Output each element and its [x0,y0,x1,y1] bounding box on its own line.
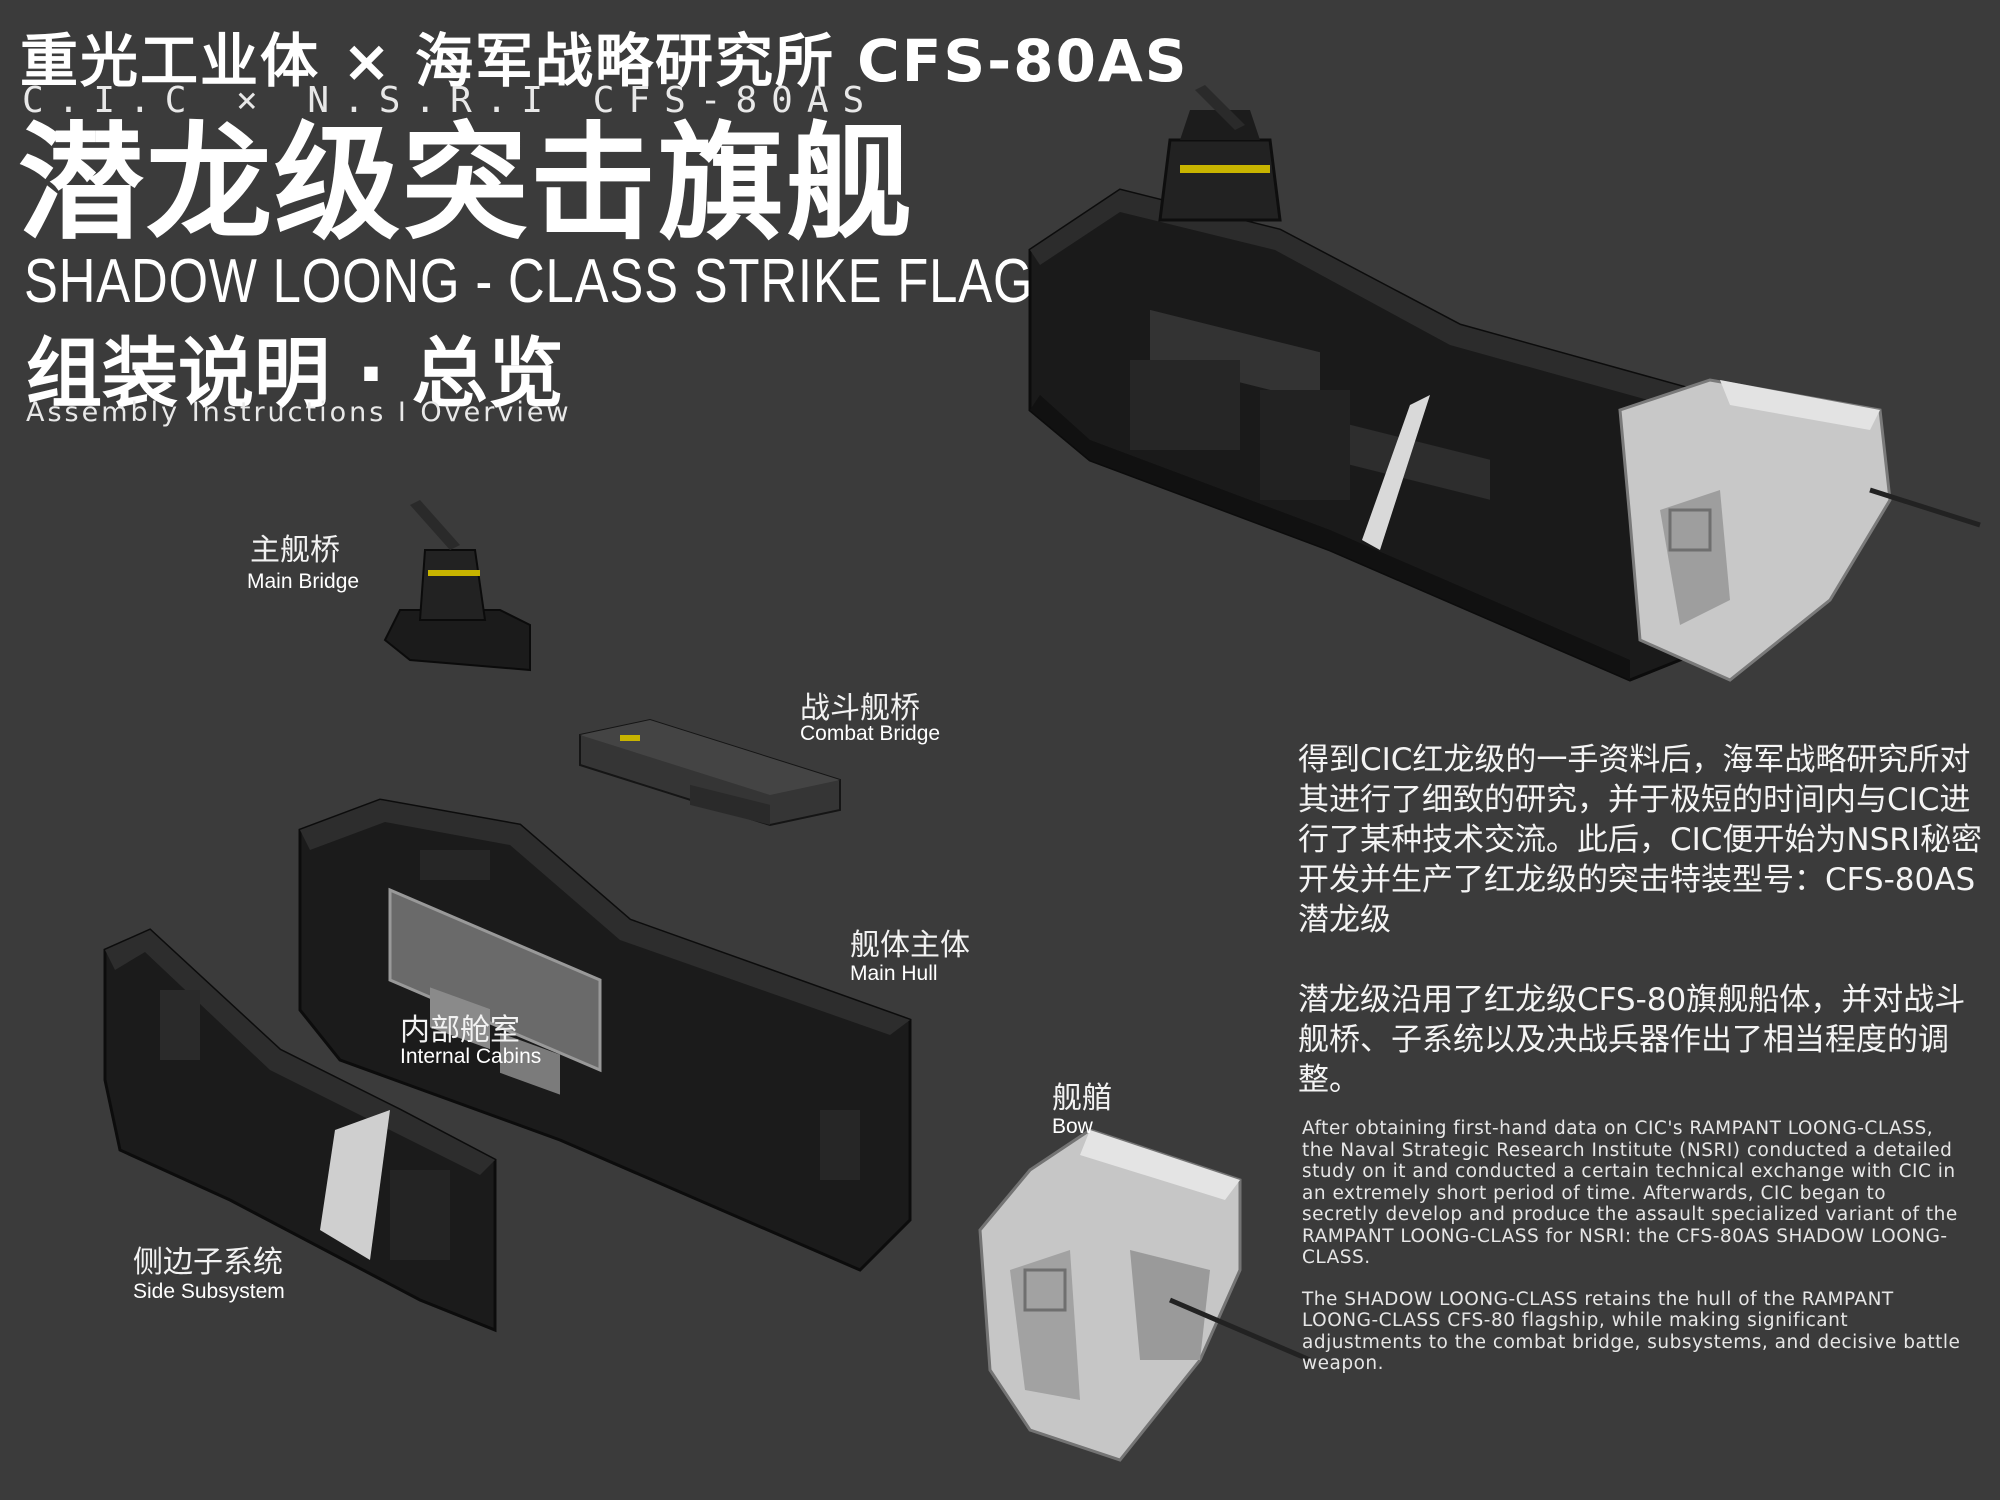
description-en-paragraph: After obtaining first-hand data on CIC's… [1302,1118,1958,1268]
label-side-subsystem-en: Side Subsystem [133,1280,285,1303]
label-internal-cabins-en: Internal Cabins [400,1045,542,1068]
brand-line: 重光工业体 × 海军战略研究所 CFS-80AS [20,27,1189,95]
assembled-ship-image [1028,85,1981,682]
description-cn-paragraph: 得到CIC红龙级的一手资料后，海军战略研究所对其进行了细致的研究，并于极短的时间… [1298,742,1982,938]
page-title-en: SHADOW LOONG - CLASS STRIKE FLAGSHIP [24,247,1156,316]
section-title: 组装说明 · 总览 [26,329,564,418]
section-title-en: Assembly Instructions I Overview [26,397,572,428]
main-hull-image [298,798,912,1272]
page-title: 潜龙级突击旗舰 [18,110,914,257]
label-bow-cn: 舰艏 [1052,1081,1112,1116]
brand-line-en: C.I.C × N.S.R.I CFS-80AS [22,80,879,121]
label-main-bridge-en: Main Bridge [247,570,360,593]
label-combat-bridge-en: Combat Bridge [800,722,941,745]
label-side-subsystem-cn: 侧边子系统 [133,1245,283,1280]
label-internal-cabins-cn: 内部舱室 [400,1013,520,1048]
main-bridge-image [383,500,531,672]
side-subsystem-image [103,928,497,1333]
bow-image [978,1128,1311,1462]
label-bow-en: Bow [1052,1115,1093,1138]
description-en: After obtaining first-hand data on CIC's… [1302,1118,1962,1395]
description-en-paragraph: The SHADOW LOONG-CLASS retains the hull … [1302,1288,1961,1375]
description-cn-paragraph: 潜龙级沿用了红龙级CFS-80旗舰船体，并对战斗舰桥、子系统以及决战兵器作出了相… [1298,982,1966,1098]
description-cn: 得到CIC红龙级的一手资料后，海军战略研究所对其进行了细致的研究，并于极短的时间… [1298,740,1988,1140]
label-main-bridge-cn: 主舰桥 [250,533,340,568]
combat-bridge-image [579,718,841,827]
label-main-hull-cn: 舰体主体 [850,928,970,963]
label-combat-bridge-cn: 战斗舰桥 [800,691,920,726]
label-main-hull-en: Main Hull [850,962,938,985]
